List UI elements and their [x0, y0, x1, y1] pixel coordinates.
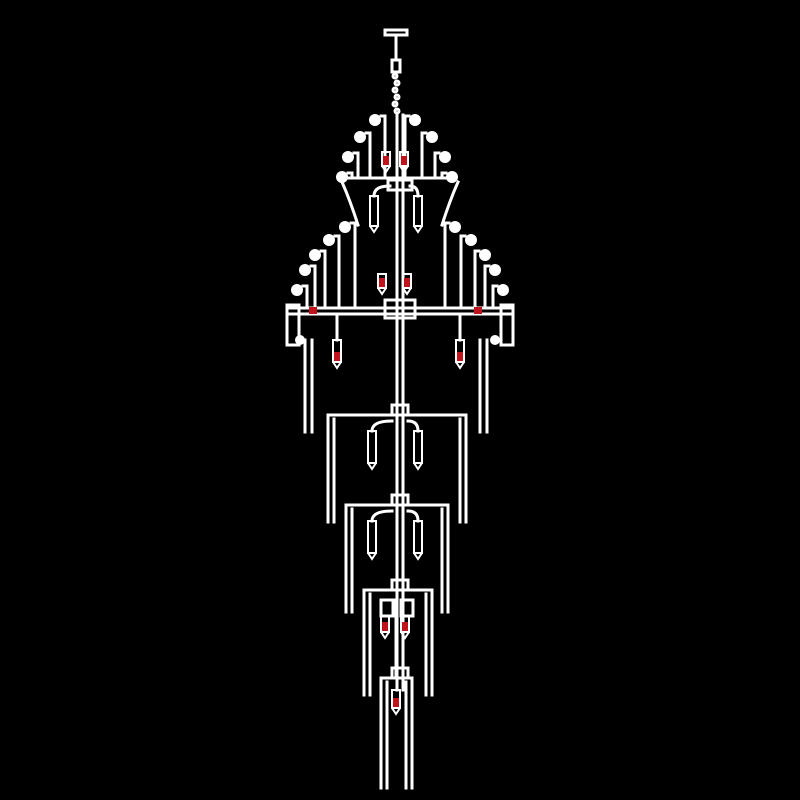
candle-arm — [406, 419, 420, 433]
candle — [391, 689, 401, 709]
curved-arm — [340, 180, 360, 227]
candle-tip — [391, 707, 401, 716]
candle — [369, 195, 379, 227]
tier6-hub — [390, 666, 410, 680]
tier2-hub — [383, 298, 417, 320]
globe-light — [497, 284, 509, 296]
candle — [402, 273, 412, 289]
globe-light — [479, 249, 491, 261]
candle-tip — [381, 165, 391, 174]
globe-light — [449, 221, 461, 233]
candle-tip — [367, 552, 377, 561]
candle-lights — [309, 151, 482, 716]
tier5-hub — [390, 578, 410, 592]
candle-arm — [370, 509, 394, 523]
candle-tip — [367, 462, 377, 471]
globe-light — [439, 151, 451, 163]
globe-light — [489, 264, 501, 276]
globe-lights — [291, 114, 509, 345]
globe-light — [295, 335, 305, 345]
candle-flame — [457, 352, 463, 361]
candle-arm — [408, 184, 420, 198]
candle-tip — [455, 361, 465, 370]
chain-link — [393, 79, 401, 87]
curved-arm — [440, 180, 460, 227]
candle — [455, 339, 465, 363]
globe-light — [426, 131, 438, 143]
chain-link — [393, 107, 401, 115]
candle — [400, 615, 410, 633]
candle-tip — [399, 165, 409, 174]
candle-tip — [369, 225, 379, 234]
candle — [367, 430, 377, 464]
chain-link — [390, 58, 402, 74]
candle-arm — [370, 419, 394, 433]
candle-flame — [404, 278, 410, 287]
globe-light — [339, 221, 351, 233]
globe-light — [446, 171, 458, 183]
tier2-side-frame-right — [499, 303, 515, 347]
candle — [380, 615, 390, 633]
candle — [377, 273, 387, 289]
candle-tip — [377, 287, 387, 296]
candle-flame — [379, 278, 385, 287]
candle — [399, 151, 409, 167]
candle-tip — [413, 225, 423, 234]
globe-light — [369, 114, 381, 126]
tier4-hub — [390, 493, 410, 507]
candle-flame — [401, 156, 407, 165]
candle-tip — [380, 631, 390, 640]
chain-link — [391, 72, 399, 80]
candle — [413, 520, 423, 554]
candle-tip — [402, 287, 412, 296]
candle-tip — [332, 361, 342, 370]
globe-light — [354, 131, 366, 143]
candle-flame — [334, 352, 340, 361]
chain-link — [391, 100, 399, 108]
candle-arm — [372, 184, 392, 198]
candle-flame — [402, 622, 408, 631]
tier2-side-frame-left — [285, 303, 301, 347]
candle-tip — [413, 462, 423, 471]
chandelier-frame — [285, 28, 515, 790]
red-accent — [309, 307, 317, 314]
candle-flame — [383, 156, 389, 165]
red-accent — [474, 307, 482, 314]
candle — [381, 151, 391, 167]
globe-light — [490, 335, 500, 345]
globe-light — [323, 234, 335, 246]
candle — [367, 520, 377, 554]
globe-light — [342, 151, 354, 163]
chain-link — [393, 93, 401, 101]
globe-light — [336, 171, 348, 183]
candle — [332, 339, 342, 363]
chain-link — [391, 86, 399, 94]
candle-tip — [400, 631, 410, 640]
globe-light — [299, 264, 311, 276]
candle — [413, 430, 423, 464]
candle — [413, 195, 423, 227]
tier3-hub — [390, 403, 410, 417]
candle-flame — [382, 622, 388, 631]
globe-light — [465, 234, 477, 246]
globe-light — [309, 249, 321, 261]
globe-light — [409, 114, 421, 126]
candle-tip — [413, 552, 423, 561]
globe-light — [291, 284, 303, 296]
candle-flame — [393, 698, 399, 707]
candle-arm — [406, 509, 420, 523]
